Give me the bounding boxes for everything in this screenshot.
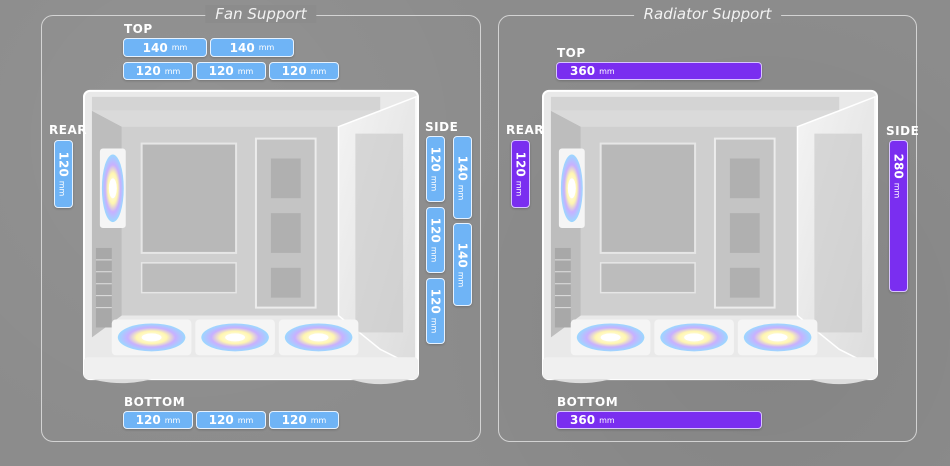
pc-case-image-fan — [82, 88, 420, 388]
fan-bottom-label: BOTTOM — [124, 395, 186, 409]
fan-top-label: TOP — [124, 22, 153, 36]
radiator-side-label: SIDE — [886, 124, 920, 138]
fan-support-title: Fan Support — [205, 5, 317, 23]
radiator-support-panel: Radiator Support — [498, 5, 917, 442]
radiator-rear-label: REAR — [506, 123, 544, 137]
radiator-bottom-label: BOTTOM — [557, 395, 619, 409]
fan-rear-label: REAR — [49, 123, 87, 137]
pc-case-image-radiator — [541, 88, 879, 388]
radiator-top-label: TOP — [557, 46, 586, 60]
fan-support-panel: Fan Support — [41, 5, 481, 442]
radiator-support-title: Radiator Support — [633, 5, 782, 23]
fan-side-label: SIDE — [425, 120, 459, 134]
